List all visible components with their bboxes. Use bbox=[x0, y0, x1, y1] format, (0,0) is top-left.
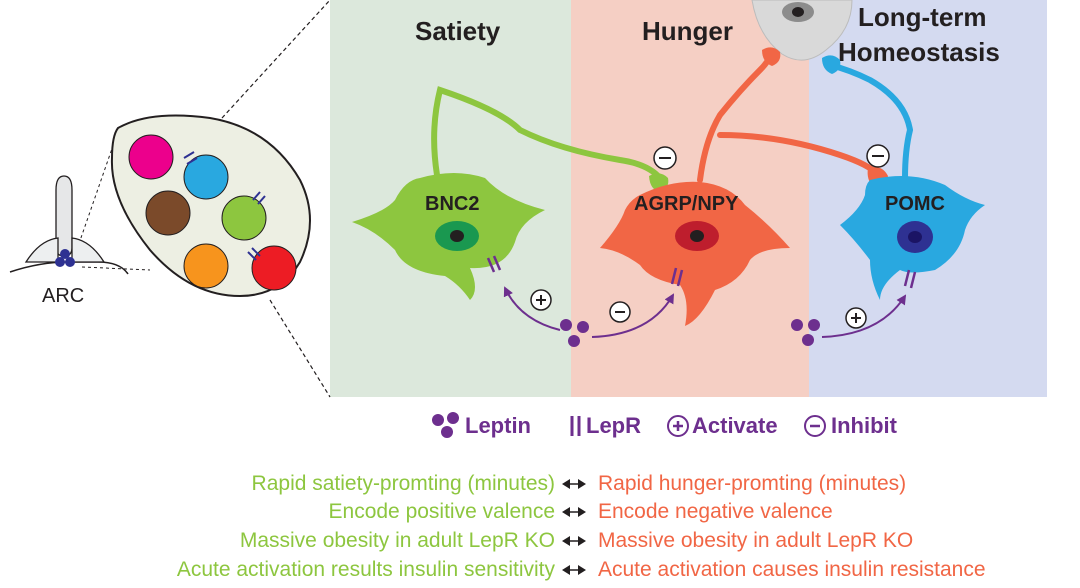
legend-activate: Activate bbox=[692, 413, 778, 438]
population-green bbox=[221, 195, 267, 241]
population-magenta bbox=[128, 134, 174, 180]
double-arrow-icon bbox=[562, 565, 586, 575]
leptin-cluster bbox=[560, 319, 589, 347]
agrp-label: AGRP/NPY bbox=[634, 193, 739, 215]
lepr-legend-icon bbox=[570, 416, 581, 436]
inhibit-icon bbox=[653, 146, 677, 170]
double-arrow-icon bbox=[562, 507, 586, 517]
leptin-to-pomc-arrow bbox=[821, 294, 907, 338]
inhibit-icon bbox=[866, 144, 890, 168]
comparison-left: Acute activation results insulin sensiti… bbox=[176, 558, 555, 581]
leptin-to-bnc2-arrow bbox=[503, 286, 561, 331]
arc-label: ARC bbox=[42, 285, 84, 307]
leptin-to-agrp-arrow bbox=[591, 293, 674, 338]
inhibit-legend-icon bbox=[804, 415, 826, 437]
comparison-left: Massive obesity in adult LepR KO bbox=[239, 529, 555, 552]
pomc-label: POMC bbox=[885, 193, 945, 215]
comparison-row: Acute activation results insulin sensiti… bbox=[0, 557, 1080, 583]
inhibit-icon bbox=[609, 301, 631, 323]
panel-title-hunger: Hunger bbox=[642, 16, 733, 46]
lepr-receptor-icon bbox=[486, 255, 917, 289]
population-orange bbox=[183, 243, 229, 289]
population-brown bbox=[145, 190, 191, 236]
comparison-right: Massive obesity in adult LepR KO bbox=[598, 529, 914, 552]
comparison-right: Encode negative valence bbox=[598, 500, 833, 523]
leptin-cluster bbox=[791, 319, 820, 346]
panel-title-homeostasis-2: Homeostasis bbox=[838, 37, 1000, 67]
activate-legend-icon bbox=[667, 415, 689, 437]
zoom-line-top bbox=[221, 0, 331, 119]
arc-population-inset bbox=[110, 114, 311, 298]
legend: Leptin LepR Activate Inhibit bbox=[432, 412, 898, 438]
comparison-row: Rapid satiety-promting (minutes) Rapid h… bbox=[0, 471, 1080, 497]
activate-icon bbox=[845, 307, 867, 329]
activate-icon bbox=[530, 289, 552, 311]
panel-title-satiety: Satiety bbox=[415, 16, 501, 46]
zoom-line-arc-top bbox=[74, 139, 116, 256]
arc-brain-section bbox=[9, 175, 129, 275]
pomc-neuron bbox=[822, 55, 985, 300]
panel-title-homeostasis-1: Long-term bbox=[858, 2, 987, 32]
bnc2-label: BNC2 bbox=[425, 193, 479, 215]
zoom-line-arc-bottom bbox=[81, 266, 151, 271]
legend-inhibit: Inhibit bbox=[831, 413, 898, 438]
comparison-left: Rapid satiety-promting (minutes) bbox=[251, 472, 555, 495]
bnc2-neuron bbox=[352, 86, 669, 300]
comparison-right: Rapid hunger-promting (minutes) bbox=[598, 472, 907, 495]
legend-lepr: LepR bbox=[586, 413, 641, 438]
comparison-row: Encode positive valence Encode negative … bbox=[0, 499, 1080, 525]
legend-leptin: Leptin bbox=[465, 413, 531, 438]
population-blue bbox=[183, 154, 229, 200]
leptin-legend-icon bbox=[432, 412, 459, 438]
population-red bbox=[251, 245, 297, 291]
double-arrow-icon bbox=[562, 536, 586, 546]
zoom-line-bottom bbox=[269, 299, 331, 398]
comparison-right: Acute activation causes insulin resistan… bbox=[598, 558, 986, 581]
comparison-row: Massive obesity in adult LepR KO Massive… bbox=[0, 528, 1080, 554]
upstream-neuron bbox=[751, 0, 853, 61]
double-arrow-icon bbox=[562, 479, 586, 489]
comparison-left: Encode positive valence bbox=[328, 500, 555, 523]
